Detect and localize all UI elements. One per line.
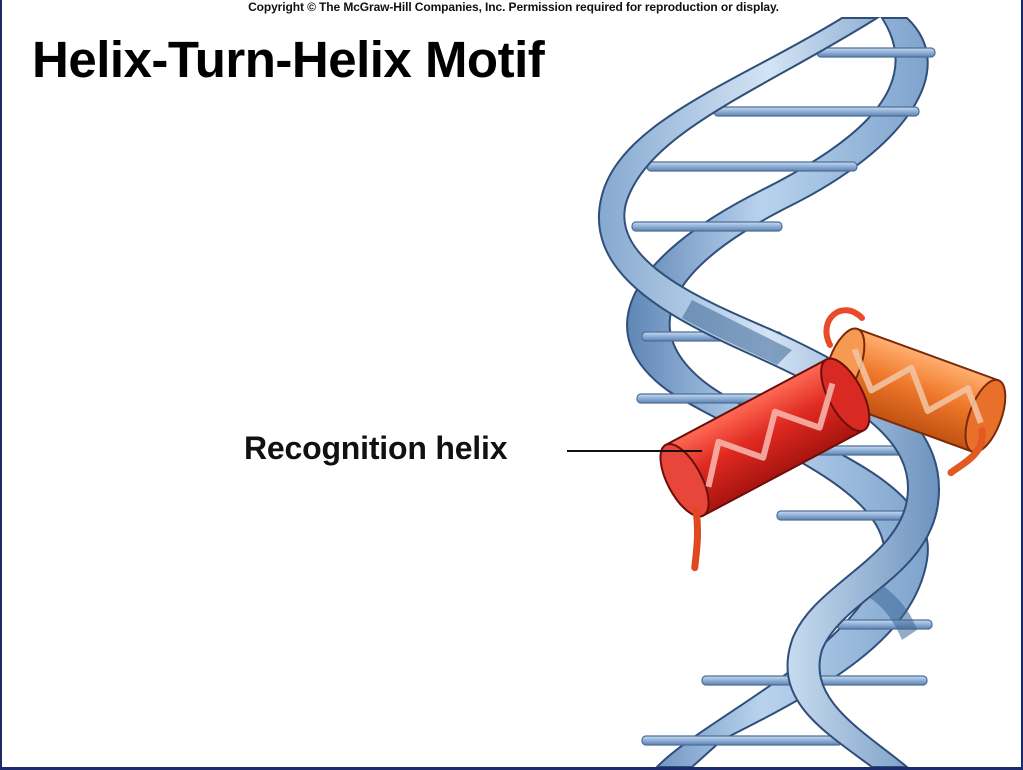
base-pair xyxy=(776,510,913,521)
recognition-helix-label: Recognition helix xyxy=(244,430,508,466)
red-helix-front-cap xyxy=(659,443,710,518)
dna-backbone-front xyxy=(597,17,940,767)
base-pair xyxy=(816,47,936,58)
dna-backbone-back xyxy=(626,17,929,767)
red-helix-ribbon xyxy=(705,382,836,488)
orange-helix-ribbon xyxy=(851,348,984,424)
base-pair xyxy=(836,619,933,630)
base-pair xyxy=(646,161,858,172)
base-pair xyxy=(641,735,843,746)
copyright-notice: Copyright © The McGraw-Hill Companies, I… xyxy=(248,0,779,14)
red-helix-tail xyxy=(691,506,702,572)
base-pair xyxy=(631,221,783,232)
dna-backbone-shadow xyxy=(682,300,792,365)
red-cylinder-helix-icon xyxy=(659,357,871,572)
base-pair xyxy=(713,106,920,117)
dna-backbone-shadow xyxy=(870,585,917,640)
dna-double-helix-icon xyxy=(597,17,940,767)
red-helix-back-cap xyxy=(820,357,871,433)
turn-loop xyxy=(823,307,865,348)
slide-title: Helix-Turn-Helix Motif xyxy=(32,31,545,88)
orange-helix-tail xyxy=(947,427,986,477)
